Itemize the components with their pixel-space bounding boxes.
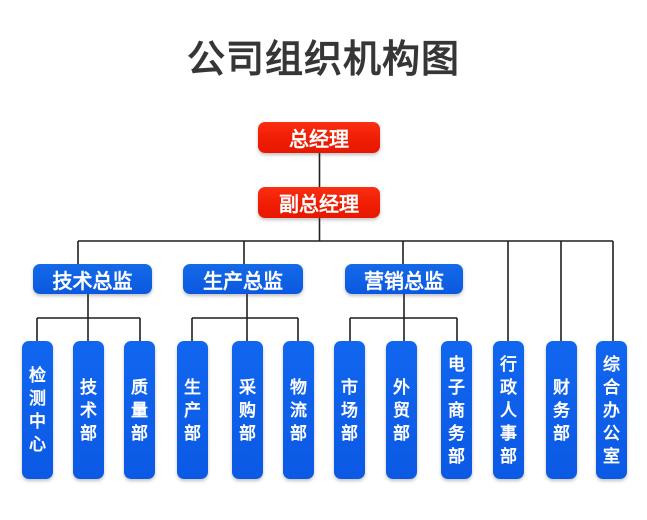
- node-dept-purchasing: 采购部: [232, 341, 263, 479]
- dept-label: 生产部: [184, 377, 201, 443]
- dept-label: 市场部: [341, 377, 358, 443]
- node-production-director: 生产总监: [183, 264, 303, 294]
- dept-label: 物流部: [290, 377, 307, 443]
- dept-label: 综合办公室: [603, 354, 620, 466]
- node-dept-production: 生产部: [177, 341, 208, 479]
- node-deputy-general-manager: 副总经理: [258, 187, 380, 218]
- node-dept-market: 市场部: [334, 341, 365, 479]
- dept-label: 技术部: [80, 377, 97, 443]
- dept-label: 行政人事部: [500, 354, 517, 466]
- dept-label: 财务部: [553, 377, 570, 443]
- node-dept-technology: 技术部: [73, 341, 104, 479]
- page-title: 公司组织机构图: [186, 39, 460, 81]
- node-dept-ecommerce: 电子商务部: [441, 341, 472, 479]
- dept-label: 检测中心: [29, 366, 46, 454]
- node-dept-finance: 财务部: [546, 341, 577, 479]
- dept-label: 采购部: [239, 377, 256, 443]
- node-dept-foreign-trade: 外贸部: [386, 341, 417, 479]
- dept-label: 质量部: [131, 377, 148, 443]
- node-marketing-director: 营销总监: [345, 264, 463, 294]
- node-dept-logistics: 物流部: [283, 341, 314, 479]
- node-dept-quality: 质量部: [124, 341, 155, 479]
- node-dept-admin-hr: 行政人事部: [493, 341, 524, 479]
- dept-label: 外贸部: [393, 377, 410, 443]
- node-dept-general-office: 综合办公室: [596, 341, 627, 479]
- node-dept-testing-center: 检测中心: [22, 341, 53, 479]
- dept-label: 电子商务部: [448, 354, 465, 466]
- node-general-manager: 总经理: [258, 122, 380, 153]
- node-technical-director: 技术总监: [33, 264, 152, 294]
